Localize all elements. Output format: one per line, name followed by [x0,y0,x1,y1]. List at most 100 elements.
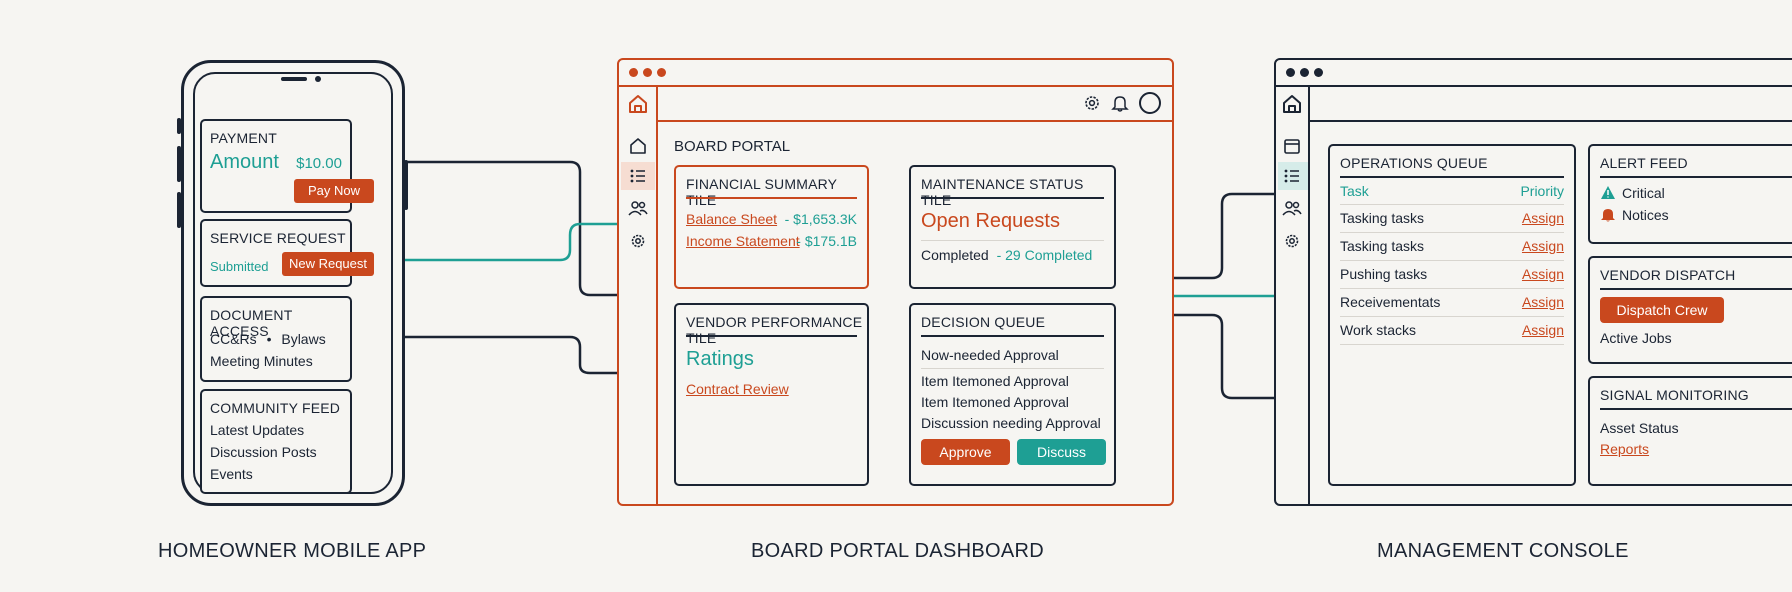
payment-amount: $10.00 [296,155,342,172]
decision-item[interactable]: Discussion needing Approval [921,415,1101,431]
phone-button [177,118,181,134]
service-status: Submitted [210,259,269,274]
board-portal-window: BOARD PORTAL FINANCIAL SUMMARY TILE Bala… [617,58,1174,506]
task-name: Pushing tasks [1340,266,1428,282]
home-icon[interactable] [629,137,647,155]
asset-status-label: Asset Status [1600,420,1679,436]
console-caption: MANAGEMENT CONSOLE [1377,540,1629,562]
task-name: Receivementats [1340,294,1441,310]
community-feed-card: COMMUNITY FEED Latest Updates Discussion… [200,389,352,494]
users-icon[interactable] [628,199,648,217]
phone-speaker [281,77,307,81]
reports-link[interactable]: Reports [1600,441,1650,457]
feed-item[interactable]: Events [210,466,253,482]
window-dot [643,68,652,77]
vendor-tile-title: VENDOR PERFORMANCE TILE [686,314,863,346]
phone-camera [315,76,321,82]
task-name: Work stacks [1340,322,1416,338]
task-name: Tasking tasks [1340,238,1425,254]
decision-queue-title: DECISION QUEUE [921,314,1046,330]
decision-item[interactable]: Item Itemoned Approval [921,373,1069,389]
open-requests-headline: Open Requests [921,210,1060,232]
bell-icon [1601,209,1615,222]
pay-now-button[interactable]: Pay Now [294,179,374,203]
window-dot [629,68,638,77]
contract-review-link[interactable]: Contract Review [686,381,789,397]
assign-link[interactable]: Assign [1521,210,1564,226]
decision-item[interactable]: Now-needed Approval [921,347,1059,363]
alert-notices[interactable]: Notices [1622,207,1669,223]
document-access-title: DOCUMENT ACCESS [210,307,293,339]
assign-link[interactable]: Assign [1521,294,1564,310]
financial-summary-tile: FINANCIAL SUMMARY TILE Balance Sheet - $… [674,165,869,289]
dispatch-crew-button[interactable]: Dispatch Crew [1600,297,1724,323]
document-access-card: DOCUMENT ACCESS CC&Rs • Bylaws Meeting M… [200,296,352,382]
approve-button[interactable]: Approve [921,439,1010,465]
operations-queue-panel: OPERATIONS QUEUE Task Priority Tasking t… [1328,144,1576,486]
board-caption: BOARD PORTAL DASHBOARD [751,540,1044,562]
window-dot [1300,68,1309,77]
decision-queue-tile: DECISION QUEUE Now-needed Approval Item … [909,303,1116,486]
home-icon[interactable] [1281,93,1303,115]
doc-ccrs-link[interactable]: CC&Rs [210,331,257,347]
balance-sheet-link[interactable]: Balance Sheet [686,211,778,227]
decision-item[interactable]: Item Itemoned Approval [921,394,1069,410]
calendar-icon[interactable] [1283,137,1301,155]
feed-item[interactable]: Latest Updates [210,422,305,438]
community-feed-title: COMMUNITY FEED [210,400,341,416]
doc-bylaws-link[interactable]: Bylaws [281,331,326,347]
phone-button [177,192,181,228]
assign-link[interactable]: Assign [1521,322,1564,338]
payment-amount-label: Amount [210,151,279,173]
operations-queue-title: OPERATIONS QUEUE [1340,155,1488,171]
doc-separator: • [266,331,272,347]
vendor-performance-tile: VENDOR PERFORMANCE TILE Ratings Contract… [674,303,869,486]
warning-icon [1601,186,1615,199]
col-priority-header: Priority [1520,183,1564,199]
completed-label: Completed [921,247,989,263]
gear-icon[interactable] [1283,232,1301,250]
alert-feed-panel: ALERT FEED Critical Notices [1588,144,1792,244]
vendor-dispatch-panel: VENDOR DISPATCH Dispatch Crew Active Job… [1588,256,1792,364]
active-jobs-label[interactable]: Active Jobs [1600,330,1672,346]
balance-sheet-value: - $1,653.3K [784,211,857,227]
phone-button [177,146,181,182]
income-statement-link[interactable]: Income Statement [686,233,800,249]
doc-meeting-minutes-link[interactable]: Meeting Minutes [210,353,313,369]
col-task-header: Task [1340,183,1369,199]
home-icon[interactable] [627,93,649,115]
bell-icon[interactable] [1111,94,1129,112]
mobile-caption: HOMEOWNER MOBILE APP [158,540,427,562]
gear-icon[interactable] [1083,94,1101,112]
window-dot [657,68,666,77]
signal-monitoring-panel: SIGNAL MONITORING Asset Status Reports [1588,376,1792,486]
income-statement-value: - $175.1B [796,233,857,249]
vendor-dispatch-title: VENDOR DISPATCH [1600,267,1736,283]
alert-feed-title: ALERT FEED [1600,155,1688,171]
payment-card: PAYMENT Amount $10.00 Pay Now [200,119,374,213]
payment-title: PAYMENT [210,130,277,146]
service-request-title: SERVICE REQUEST [210,230,346,246]
window-dot [1286,68,1295,77]
task-name: Tasking tasks [1340,210,1425,226]
completed-value: - 29 Completed [996,247,1093,263]
assign-link[interactable]: Assign [1521,238,1564,254]
phone-button [404,160,408,210]
maintenance-tile-title: MAINTENANCE STATUS TILE [921,176,1084,208]
window-dot [1314,68,1323,77]
avatar[interactable] [1139,92,1161,114]
maintenance-status-tile: MAINTENANCE STATUS TILE Open Requests Co… [909,165,1116,289]
discuss-button[interactable]: Discuss [1017,439,1106,465]
management-console-window: OPERATIONS QUEUE Task Priority Tasking t… [1274,58,1792,506]
users-icon[interactable] [1282,199,1302,217]
ratings-headline: Ratings [686,348,754,370]
list-icon[interactable] [1283,167,1301,185]
new-request-button[interactable]: New Request [282,252,374,276]
assign-link[interactable]: Assign [1521,266,1564,282]
alert-critical[interactable]: Critical [1622,185,1665,201]
gear-icon[interactable] [629,232,647,250]
list-icon[interactable] [629,167,647,185]
board-portal-heading: BOARD PORTAL [674,138,791,155]
feed-item[interactable]: Discussion Posts [210,444,317,460]
